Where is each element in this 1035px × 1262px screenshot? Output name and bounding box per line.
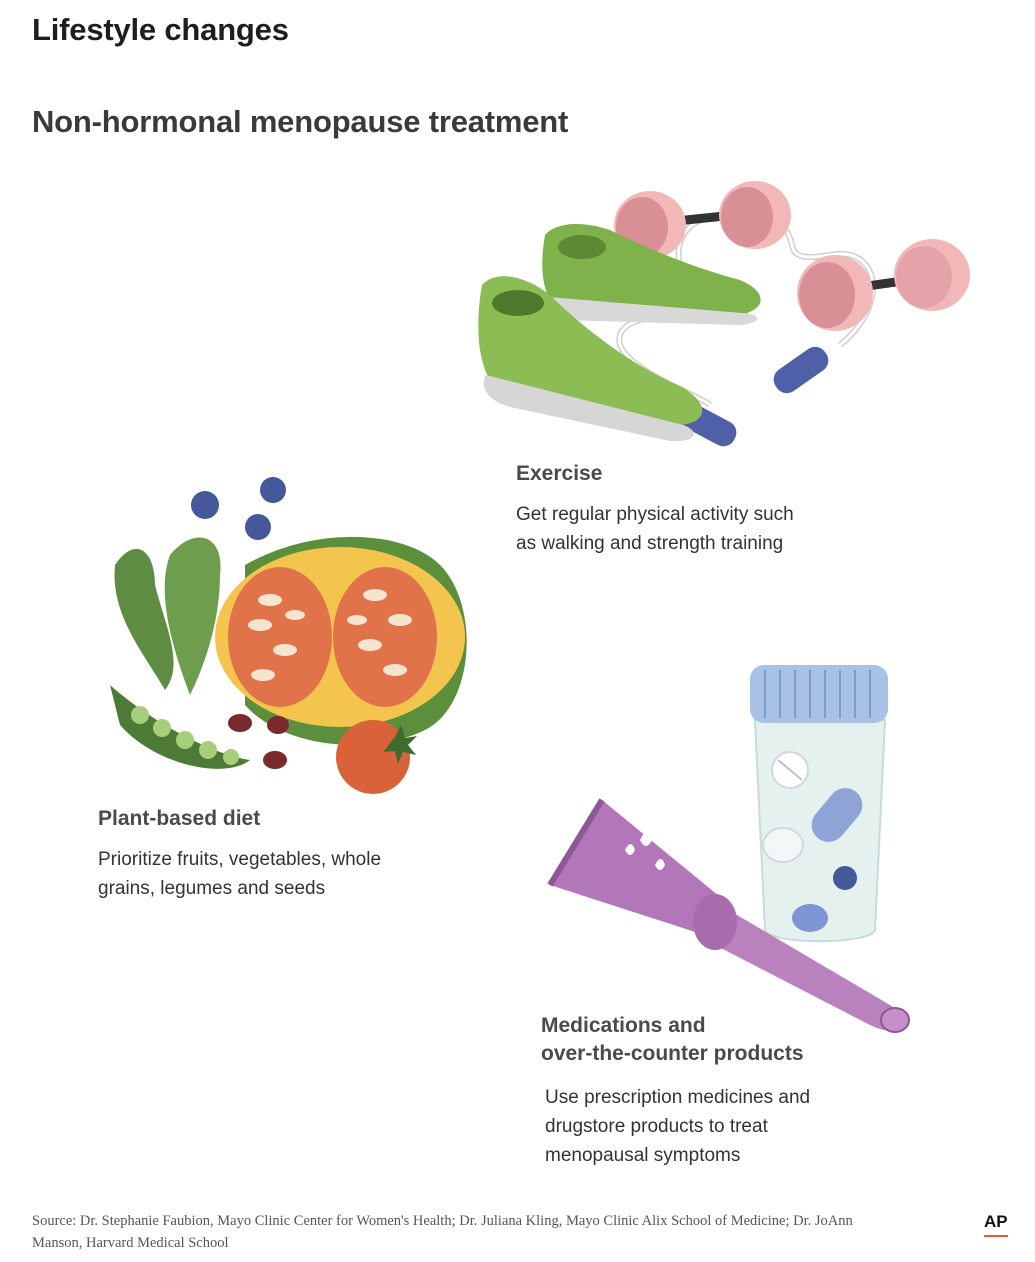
source-line-1: Source: Dr. Stephanie Faubion, Mayo Clin… [32, 1213, 853, 1229]
medications-desc-line-3: menopausal symptoms [545, 1145, 741, 1166]
page-title: Lifestyle changes [32, 12, 289, 47]
medications-title-line-1: Medications and [541, 1014, 706, 1037]
plant-diet-title: Plant-based diet [98, 807, 261, 830]
medications-desc-block: Use prescription medicines and drugstore… [545, 1083, 810, 1170]
exercise-desc-line-1: Get regular physical activity such [516, 504, 794, 525]
exercise-title: Exercise [516, 462, 603, 485]
ap-logo: AP [984, 1212, 1008, 1237]
source-credit: Source: Dr. Stephanie Faubion, Mayo Clin… [32, 1210, 962, 1254]
medications-desc-line-1: Use prescription medicines and [545, 1087, 811, 1108]
exercise-desc-line-2: as walking and strength training [516, 533, 784, 554]
medications-desc-line-2: drugstore products to treat [545, 1116, 768, 1137]
exercise-block: Exercise Get regular physical activity s… [516, 460, 794, 558]
plant-food-illustration [95, 475, 485, 795]
exercise-illustration [470, 175, 980, 455]
medications-block: Medications and over-the-counter product… [541, 1012, 804, 1068]
plant-diet-desc-line-2: grains, legumes and seeds [98, 878, 326, 899]
page-subtitle: Non-hormonal menopause treatment [32, 104, 569, 139]
plant-diet-desc-line-1: Prioritize fruits, vegetables, whole [98, 849, 382, 870]
source-line-2: Manson, Harvard Medical School [32, 1235, 229, 1251]
plant-diet-block: Plant-based diet Prioritize fruits, vege… [98, 805, 381, 903]
medications-illustration [540, 660, 920, 1040]
medications-title-line-2: over-the-counter products [541, 1042, 804, 1065]
